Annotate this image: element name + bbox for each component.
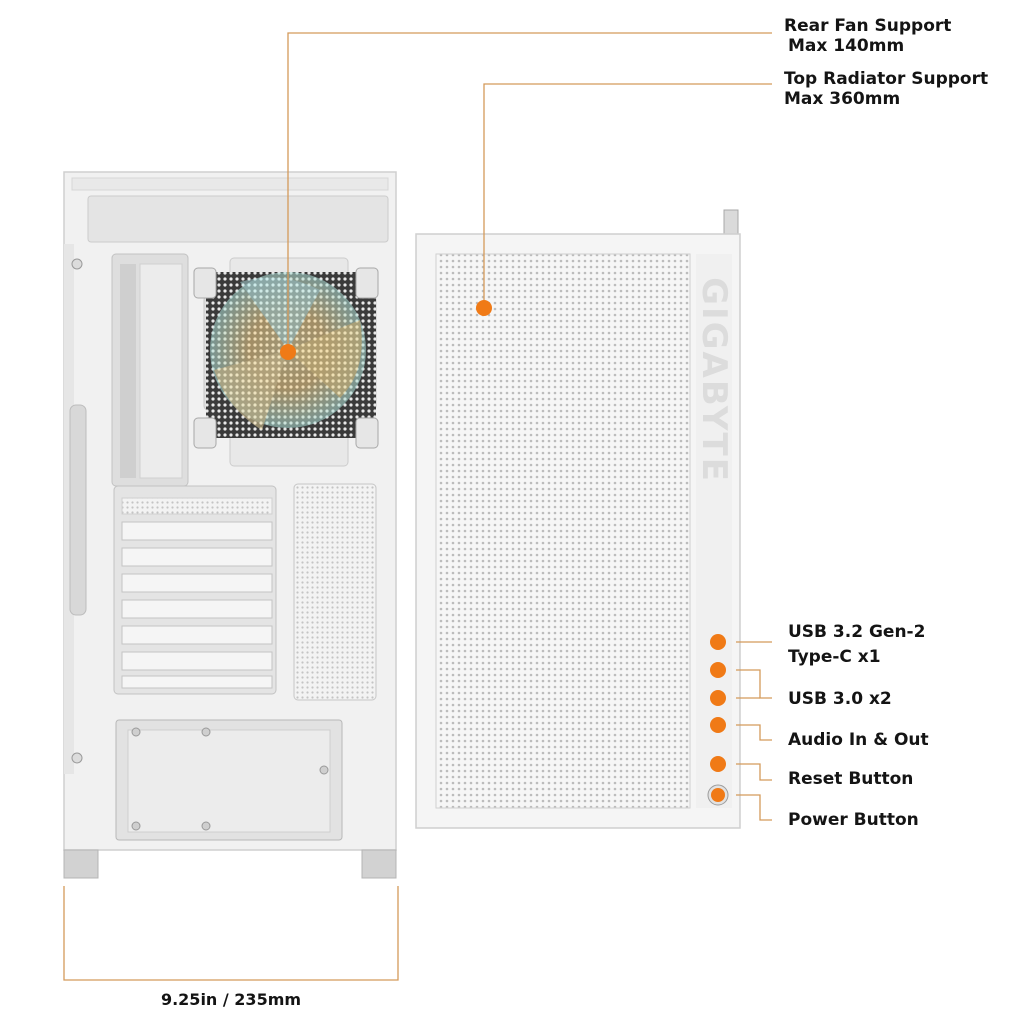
- brand-logo: GIGABYTE: [694, 277, 734, 483]
- usb-c-line2: Type-C x1: [788, 647, 881, 667]
- callout-dot-icon: [476, 300, 492, 316]
- power-button-icon: [707, 784, 729, 806]
- leader-lines: [63, 32, 772, 981]
- audio-label: Audio In & Out: [788, 730, 929, 750]
- callout-dot-icon: [710, 662, 726, 678]
- callout-dots: [280, 300, 729, 806]
- rear-fan-label: Rear Fan Support Max 140mm: [784, 16, 951, 56]
- usb-c-label: USB 3.2 Gen-2 Type-C x1: [788, 620, 925, 670]
- callout-dot-icon: [710, 634, 726, 650]
- case-side-view: [415, 209, 741, 829]
- rear-fan-line1: Rear Fan Support: [784, 16, 952, 36]
- power-label: Power Button: [788, 810, 919, 830]
- usb-a-label: USB 3.0 x2: [788, 689, 892, 709]
- case-rear-view: [63, 171, 397, 879]
- callout-dot-icon: [710, 717, 726, 733]
- rear-fan-line2: Max 140mm: [788, 36, 905, 56]
- callout-dot-icon: [710, 756, 726, 772]
- top-radiator-label: Top Radiator Support Max 360mm: [784, 69, 988, 109]
- callout-dot-icon: [710, 690, 726, 706]
- top-radiator-line1: Top Radiator Support: [784, 69, 989, 89]
- top-radiator-line2: Max 360mm: [784, 89, 901, 109]
- width-dimension-label: 9.25in / 235mm: [160, 990, 302, 1009]
- callout-dot-icon: [280, 344, 296, 360]
- usb-c-line1: USB 3.2 Gen-2: [788, 622, 926, 642]
- reset-label: Reset Button: [788, 769, 914, 789]
